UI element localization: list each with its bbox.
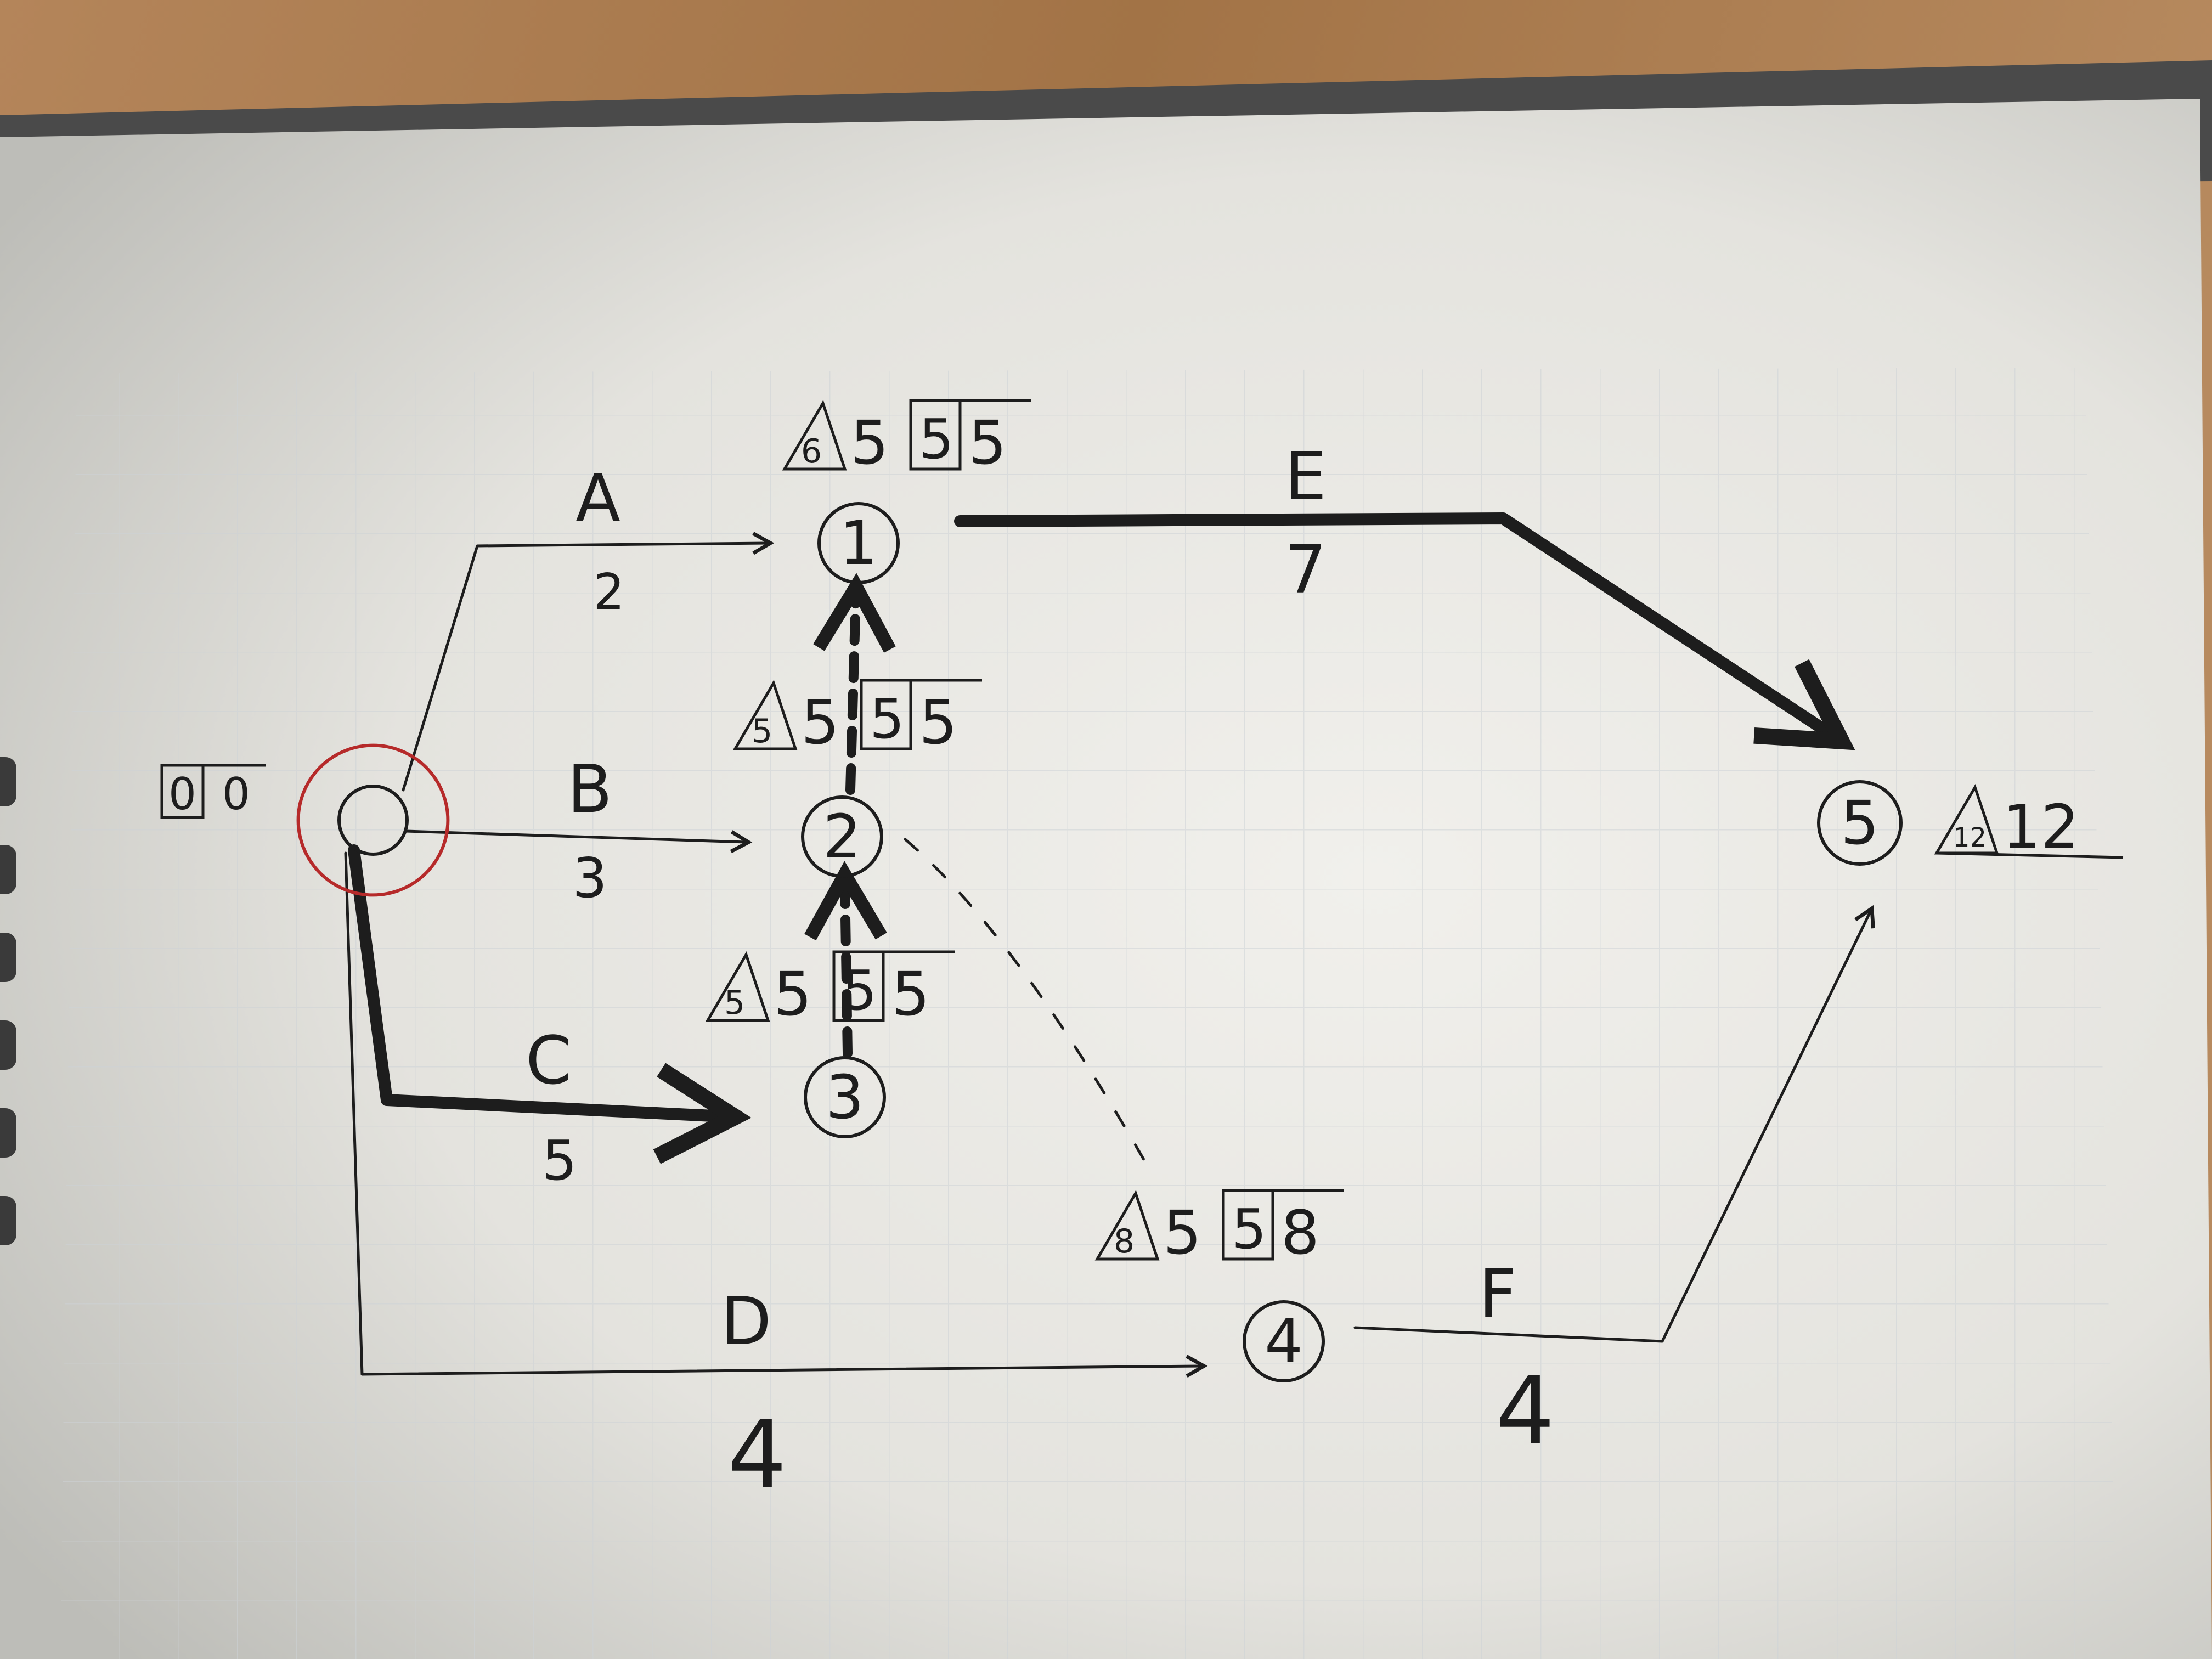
dummy-n2-to-n4 [904,838,1154,1176]
annotation-n2-triangle-value: 5 [752,712,772,751]
binder-rings [0,757,16,1245]
activity-b-label: B [567,752,612,828]
node-n4: 4 [1243,1300,1325,1383]
node-n3-label: 3 [826,1062,864,1132]
annotation-n3-box-value: 5 [842,958,877,1023]
annotation-n3-triangle-value: 5 [724,984,745,1022]
annotation-n2-late-value: 5 [919,687,957,758]
annotation-n5-early-value: 12 [2002,792,2079,862]
activity-c-arrow [348,844,752,1164]
annotation-n1-box-value: 5 [919,407,954,471]
annotation-n1-triangle-value: 6 [801,432,822,471]
activity-e-arrow [954,512,1855,751]
node-start [296,743,450,897]
activity-b-arrow [404,830,753,854]
node-n1: 1 [817,502,900,584]
node-n5: 5 [1817,780,1903,866]
annotation-start-box-value: 0 [168,769,196,820]
activity-d-label: D [721,1284,771,1360]
activity-a-duration: 2 [593,563,624,621]
activity-d-arrow [344,851,1208,1378]
annotation-n2-early-value: 5 [801,687,839,758]
activity-b-duration: 3 [572,846,607,910]
annotation-n1-late-value: 5 [968,408,1007,478]
annotation-start-late-value: 0 [222,769,250,820]
edges-layer [344,512,1875,1378]
annotation-n1-early-value: 5 [850,408,889,478]
node-n3: 3 [804,1056,886,1138]
activity-f-duration: 4 [1496,1357,1555,1465]
activity-e-label: E [1285,439,1327,515]
start-node-highlight-ring [296,743,450,897]
node-n4-label: 4 [1265,1306,1303,1376]
annotation-n3-late-value: 5 [891,959,930,1029]
activity-a-arrow [402,532,775,792]
annotation-n5: 12 12 [1934,783,2124,862]
activity-c-duration: 5 [542,1128,577,1193]
annotation-n2-box-value: 5 [870,687,905,751]
dummy-n3-to-n2 [804,861,887,1058]
annotation-n4-late-value: 8 [1281,1198,1319,1268]
activity-labels: A 2 B 3 C 5 D 4 E 7 F 4 [526,439,1555,1509]
node-n1-label: 1 [839,508,878,578]
node-n5-label: 5 [1841,788,1879,858]
activity-e-duration: 7 [1285,532,1327,608]
node-n2-label: 2 [823,802,861,872]
paper-grid [60,368,2118,1659]
annotation-n5-triangle-value: 12 [1953,822,1987,853]
activity-f-arrow [1353,905,1875,1343]
annotation-n4-early-value: 5 [1163,1198,1201,1268]
activity-f-label: F [1479,1256,1516,1333]
activity-c-label: C [526,1023,572,1099]
annotation-n4-box-value: 5 [1232,1197,1267,1261]
dummy-n2-to-n1 [813,573,896,795]
activity-a-label: A [575,461,620,537]
annotation-n4-triangle-value: 8 [1114,1222,1135,1261]
activity-d-duration: 4 [727,1401,787,1509]
annotation-n3-early-value: 5 [774,959,812,1029]
node-n2: 2 [801,795,883,878]
